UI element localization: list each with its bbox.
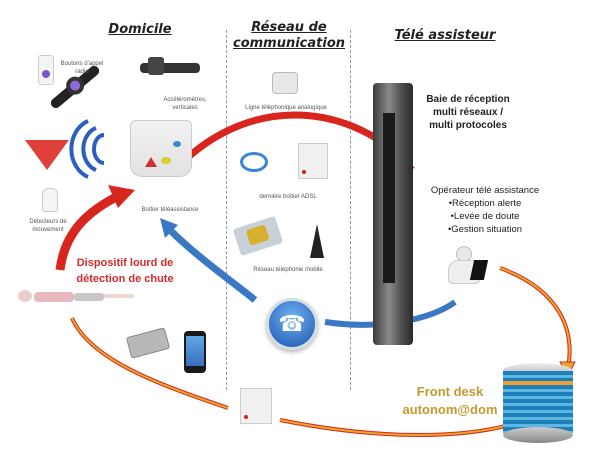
label-boitier: Boîtier téléassistance: [141, 207, 199, 213]
arrow-dispositif-to-boitier: [55, 190, 123, 271]
pendant-button-icon: [38, 55, 54, 85]
label-reseau-mobile: Réseau téléphonie mobile: [253, 267, 323, 273]
server-rack-icon: [373, 83, 413, 345]
analog-phone-line-icon: [272, 72, 298, 94]
label-accelerometres: Accéléromètres,verticales: [163, 97, 207, 111]
arrow-operator-to-frontdesk: [499, 266, 572, 369]
boitier-teleassistance-icon: [130, 120, 192, 177]
operator-person-icon: [448, 246, 489, 286]
label-operateur: Opérateur télé assistance •Réception ale…: [420, 184, 550, 236]
section-title-domicile: Domicile: [108, 22, 172, 37]
column-divider-left: [226, 30, 227, 390]
op-item: •Réception alerte: [448, 198, 522, 209]
op-item: •Levée de doute: [450, 211, 520, 222]
arrow-phone-to-boitier: [167, 227, 258, 303]
section-title-reseau-line1: Réseau de: [251, 20, 327, 35]
arrow-boitier-to-baie: [182, 111, 408, 163]
column-divider-right: [350, 30, 351, 390]
motion-detector-icon: [42, 188, 58, 212]
smartphone-icon: [184, 331, 206, 373]
section-title-tele-assisteur: Télé assisteur: [394, 28, 496, 43]
label-adsl: dernière boîtier ADSL: [259, 194, 317, 200]
telephone-globe-icon: ☎: [266, 298, 318, 350]
arrowhead-blue: [160, 218, 178, 238]
op-item: •Gestion situation: [447, 224, 523, 235]
accelerometer-belt-icon: [140, 57, 200, 75]
section-title-reseau: Réseau de communication: [230, 20, 348, 52]
section-title-reseau-line2: communication: [232, 36, 346, 51]
database-icon: [503, 363, 573, 445]
triangle-alarm-icon: [25, 140, 69, 170]
wireless-waves-icon: [69, 119, 105, 179]
arrowhead-boitier: [108, 185, 135, 208]
antenna-tower-icon: [310, 224, 324, 258]
ethernet-cable-icon: [240, 152, 268, 172]
fallen-person-icon: [18, 290, 138, 304]
label-ligne-analogique: Ligne téléphonique analogique: [245, 105, 327, 111]
wall-box-icon: [240, 388, 272, 424]
adsl-box-icon: [298, 143, 328, 179]
